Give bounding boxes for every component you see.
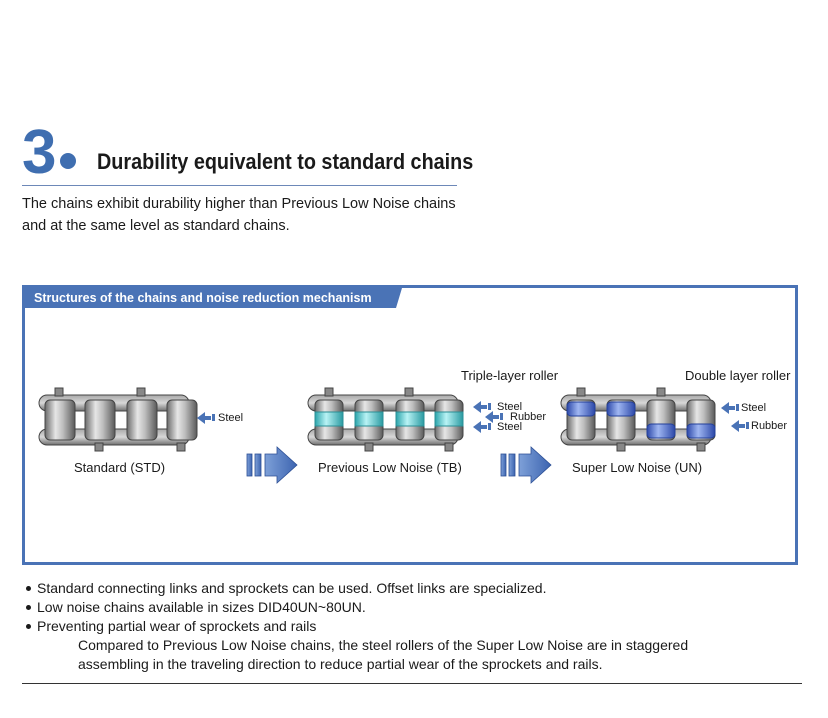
steel-pointer-tb-1: [473, 401, 491, 413]
chain-diagram: [38, 387, 749, 484]
section-number-dot: [60, 153, 76, 169]
list-item: Low noise chains available in sizes DID4…: [26, 598, 816, 617]
intro-line-1: The chains exhibit durability higher tha…: [22, 196, 456, 212]
intro-line-2: and at the same level as standard chains…: [22, 218, 290, 234]
caption-triple-layer: Triple-layer roller: [461, 368, 559, 383]
list-item: Preventing partial wear of sprockets and…: [26, 617, 816, 636]
tb-layer-steel-2: Steel: [497, 421, 523, 433]
section-number: 3: [22, 118, 57, 187]
bullet-dot-icon: [26, 586, 31, 591]
caption-double-layer: Double layer roller: [685, 368, 791, 383]
tb-layer-rubber: Rubber: [510, 411, 547, 423]
tb-layer-steel-1: Steel: [497, 401, 523, 413]
feature-list: Standard connecting links and sprockets …: [26, 579, 816, 674]
transition-arrow-1: [246, 446, 298, 484]
bullet-dot-icon: [26, 624, 31, 629]
un-layer-rubber: Rubber: [751, 420, 788, 432]
label-standard: Standard (STD): [74, 460, 166, 475]
title-divider: [22, 185, 457, 186]
std-layer-steel: Steel: [218, 412, 244, 424]
label-tb: Previous Low Noise (TB): [318, 460, 462, 475]
transition-arrow-2: [500, 446, 552, 484]
sub-text-line-2: assembling in the traveling direction to…: [78, 656, 603, 672]
bottom-divider: [22, 683, 802, 684]
rubber-pointer-tb: [485, 411, 503, 423]
list-item: Standard connecting links and sprockets …: [26, 579, 816, 598]
rubber-pointer-un: [731, 420, 749, 432]
section-title: Durability equivalent to standard chains: [97, 149, 474, 174]
bullet-dot-icon: [26, 605, 31, 610]
steel-pointer-tb-2: [473, 421, 491, 433]
intro-text: The chains exhibit durability higher tha…: [22, 193, 482, 237]
label-un: Super Low Noise (UN): [572, 460, 703, 475]
chain-un: [560, 387, 716, 452]
sub-text-line-1: Compared to Previous Low Noise chains, t…: [78, 637, 689, 653]
chain-standard: [38, 387, 198, 452]
chain-tb: [307, 387, 464, 452]
panel-header: Structures of the chains and noise reduc…: [25, 288, 402, 308]
un-layer-steel: Steel: [741, 402, 767, 414]
steel-pointer-std: [197, 412, 215, 424]
steel-pointer-un: [721, 402, 739, 414]
